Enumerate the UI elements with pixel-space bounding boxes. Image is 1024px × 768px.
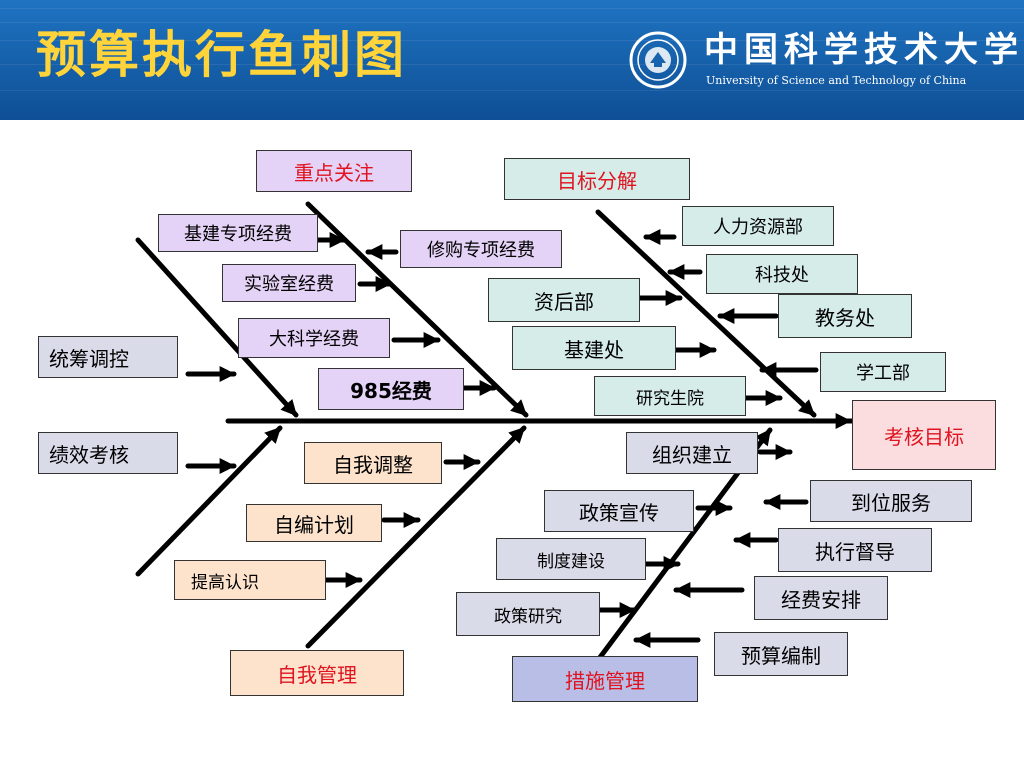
item-hr-department: 人力资源部 [682, 206, 834, 246]
tail-performance-assessment: 绩效考核 [38, 432, 178, 474]
item-self-planning: 自编计划 [246, 504, 382, 542]
item-execution-supervision: 执行督导 [778, 528, 932, 572]
tail-overall-coordination: 统筹调控 [38, 336, 178, 378]
item-academic-affairs: 教务处 [778, 294, 912, 338]
item-fund-arrangement: 经费安排 [754, 576, 888, 620]
item-policy-publicity: 政策宣传 [544, 490, 694, 532]
bone-tail-top [135, 237, 299, 418]
item-lab-fund: 实验室经费 [222, 264, 356, 302]
item-infrastructure-office: 基建处 [512, 326, 676, 370]
diagram-head-assessment-goal: 考核目标 [852, 400, 996, 470]
item-student-affairs: 学工部 [820, 352, 946, 392]
item-985-fund: 985经费 [318, 368, 464, 410]
category-focus: 重点关注 [256, 150, 412, 192]
bone-tail-bottom [135, 425, 283, 577]
item-capital-construction-fund: 基建专项经费 [158, 214, 318, 252]
item-science-tech-office: 科技处 [706, 254, 858, 294]
item-budget-preparation: 预算编制 [714, 632, 848, 676]
item-big-science-fund: 大科学经费 [238, 318, 390, 358]
fishbone-diagram: 重点关注 基建专项经费 修购专项经费 实验室经费 大科学经费 985经费 目标分… [0, 120, 1024, 768]
university-logo: 中国科学技术大学 University of Science and Techn… [628, 30, 1018, 94]
header-banner: 预算执行鱼刺图 中国科学技术大学 University of Science a… [0, 0, 1024, 120]
category-goal-decomposition: 目标分解 [504, 158, 690, 200]
fishbone-lines [135, 201, 855, 663]
page-title: 预算执行鱼刺图 [36, 26, 407, 84]
category-measures-management: 措施管理 [512, 656, 698, 702]
item-graduate-school: 研究生院 [594, 376, 746, 416]
category-self-management: 自我管理 [230, 650, 404, 696]
university-seal-icon [629, 31, 687, 89]
item-policy-research: 政策研究 [456, 592, 600, 636]
item-assets-logistics: 资后部 [488, 278, 640, 322]
university-name-en: University of Science and Technology of … [706, 74, 967, 87]
item-repair-purchase-fund: 修购专项经费 [400, 230, 562, 268]
bone-top-right [595, 209, 817, 418]
university-name-cn: 中国科学技术大学 [704, 30, 1024, 70]
item-organization-setup: 组织建立 [626, 432, 758, 474]
item-system-building: 制度建设 [496, 538, 646, 580]
item-service-in-place: 到位服务 [810, 480, 972, 522]
item-raise-awareness: 提高认识 [174, 560, 326, 600]
item-self-adjustment: 自我调整 [304, 442, 442, 484]
bone-bottom-left [305, 425, 527, 649]
